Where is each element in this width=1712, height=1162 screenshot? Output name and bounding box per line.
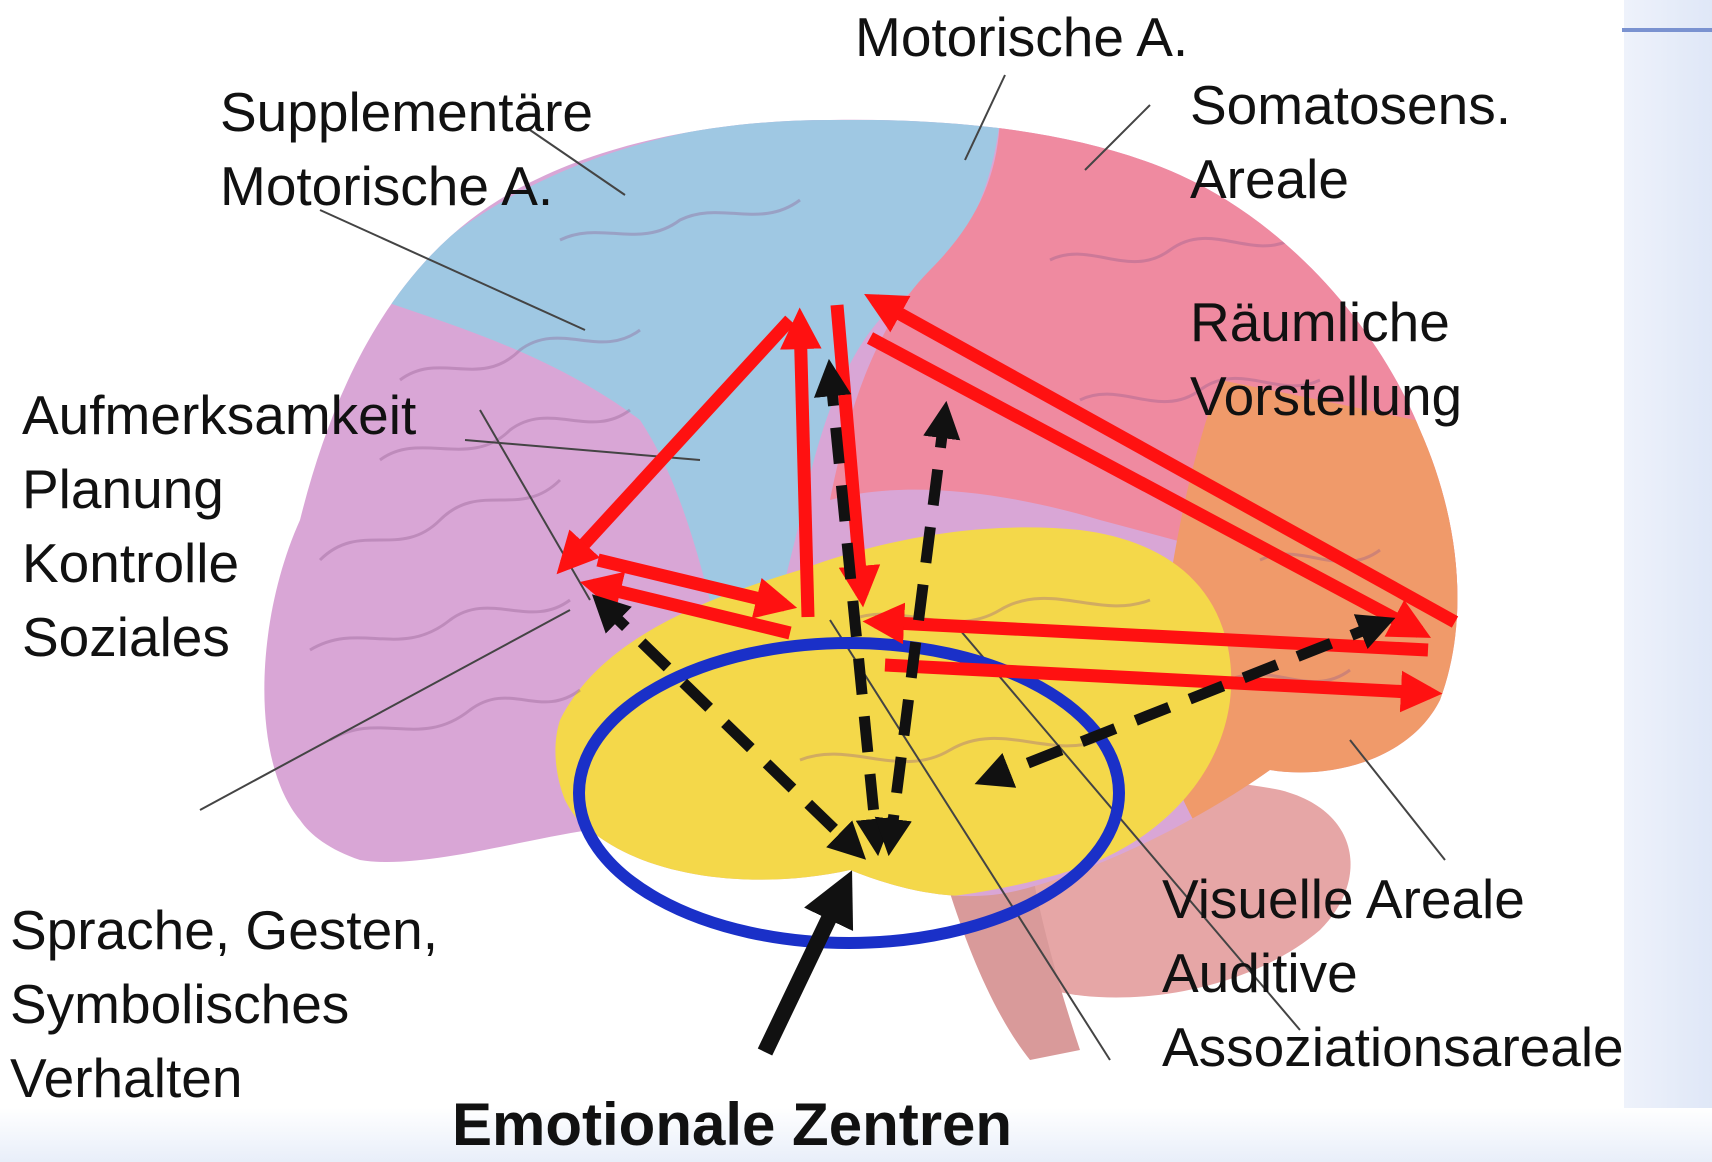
label-motor-areas: Motorische A. (855, 0, 1188, 74)
label-prefrontal-functions: Aufmerksamkeit Planung Kontrolle Soziale… (22, 378, 416, 674)
label-language-gestures: Sprache, Gesten, Symbolisches Verhalten (10, 893, 438, 1115)
label-spatial-imagination: Räumliche Vorstellung (1190, 285, 1462, 433)
label-somatosensory: Somatosens. Areale (1190, 68, 1511, 216)
arrow-emotional-label (765, 885, 845, 1052)
arrow-up-to-motor (800, 320, 808, 617)
label-visual-auditory: Visuelle Areale Auditive Assoziationsare… (1162, 862, 1624, 1084)
label-supplementary-motor: Supplementäre Motorische A. (220, 75, 593, 223)
label-emotional-centers: Emotionale Zentren (452, 1088, 1012, 1162)
